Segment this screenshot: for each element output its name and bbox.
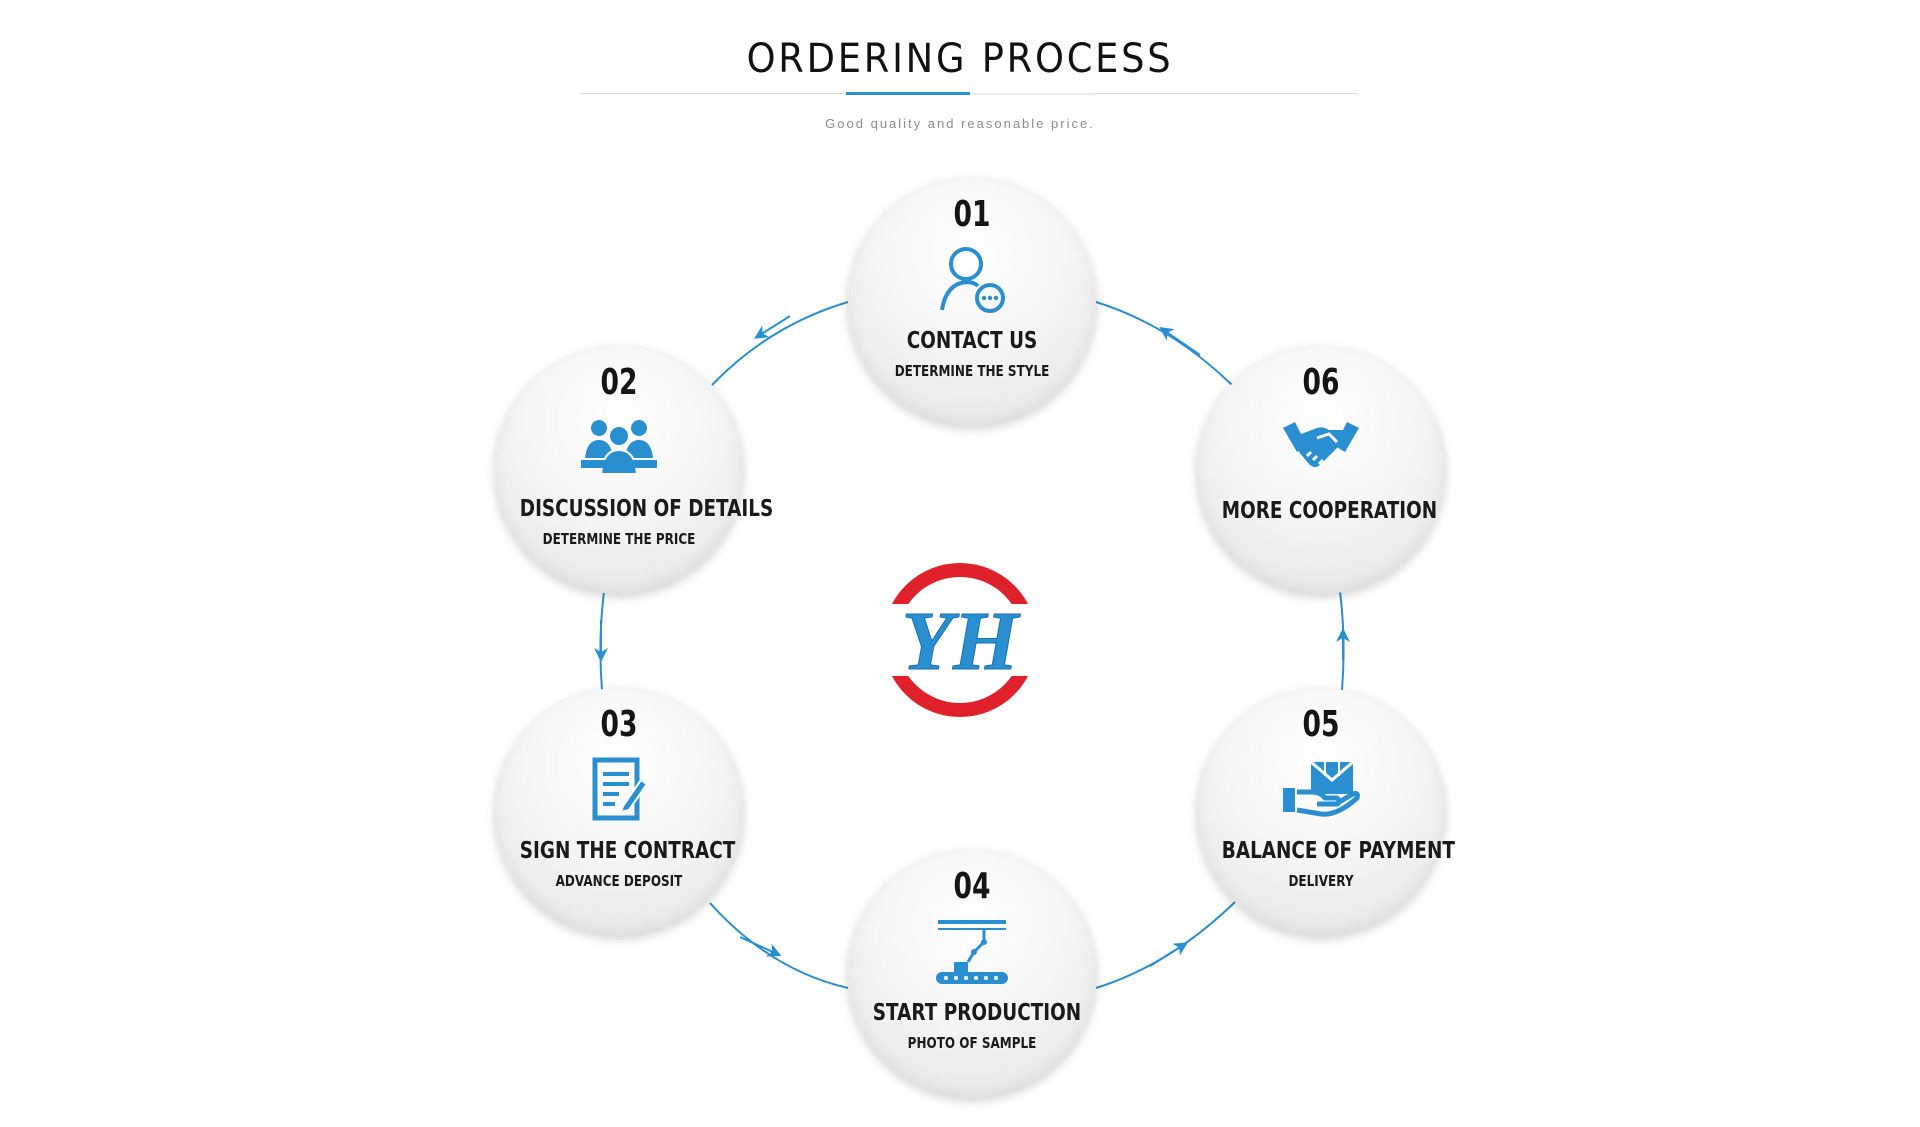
user-chat-icon: [932, 244, 1012, 316]
step-sublabel: DETERMINE THE PRICE: [542, 530, 696, 548]
step-number: 02: [600, 362, 638, 403]
page-title: ORDERING PROCESS: [746, 36, 1174, 82]
step-number: 01: [953, 194, 991, 235]
connector-01-02: [711, 301, 849, 386]
step-02-discussion: 02 DISCUSSION OF DETAILS DETERMINE THE P…: [495, 346, 774, 594]
step-number: 06: [1302, 362, 1340, 403]
step-04-start-production: 04 START PRODUCTION PHOTO OF SAMPLE: [848, 850, 1096, 1098]
step-03-sign-contract: 03 SIGN THE CONTRACT ADVANCE DEPOSIT: [495, 688, 743, 936]
step-number: 03: [600, 704, 638, 745]
step-01-contact-us: 01 CONTACT US DETERMINE THE STYLE: [848, 178, 1096, 426]
connector-03-04: [709, 902, 849, 989]
meeting-icon: [579, 412, 659, 484]
step-number: 05: [1302, 704, 1340, 745]
arrow-04-05: [1149, 942, 1188, 967]
arrow-03-04: [739, 936, 782, 957]
step-sublabel: DELIVERY: [1288, 872, 1354, 890]
hand-package-icon: [1281, 754, 1361, 826]
yh-logo: YH: [872, 552, 1048, 728]
step-label: MORE COOPERATION: [1221, 498, 1438, 524]
step-sublabel: DETERMINE THE STYLE: [894, 362, 1050, 380]
step-label: DISCUSSION OF DETAILS: [519, 496, 774, 522]
arrow-01-02: [754, 315, 791, 339]
page-subtitle: Good quality and reasonable price.: [825, 116, 1095, 131]
connector-06-01: [1095, 301, 1233, 386]
arrow-06-01: [1159, 327, 1201, 356]
step-label: SIGN THE CONTRACT: [519, 838, 736, 864]
step-sublabel: PHOTO OF SAMPLE: [907, 1034, 1037, 1052]
connector-04-05: [1095, 901, 1236, 989]
step-sublabel: ADVANCE DEPOSIT: [555, 872, 683, 890]
contract-icon: [579, 754, 659, 826]
logo-text: YH: [902, 595, 1021, 688]
title-divider-accent: [846, 92, 970, 95]
step-label: START PRODUCTION: [872, 1000, 1082, 1026]
step-label: BALANCE OF PAYMENT: [1221, 838, 1455, 864]
step-label: CONTACT US: [906, 328, 1038, 354]
step-06-more-cooperation: 06 MORE COOPERATION: [1197, 346, 1445, 594]
production-line-icon: [932, 916, 1012, 988]
handshake-icon: [1281, 412, 1361, 484]
title-divider-fade: [970, 93, 1094, 95]
step-number: 04: [953, 866, 991, 907]
step-05-balance-payment: 05 BALANCE OF PAYMENT DELIVERY: [1197, 688, 1455, 936]
